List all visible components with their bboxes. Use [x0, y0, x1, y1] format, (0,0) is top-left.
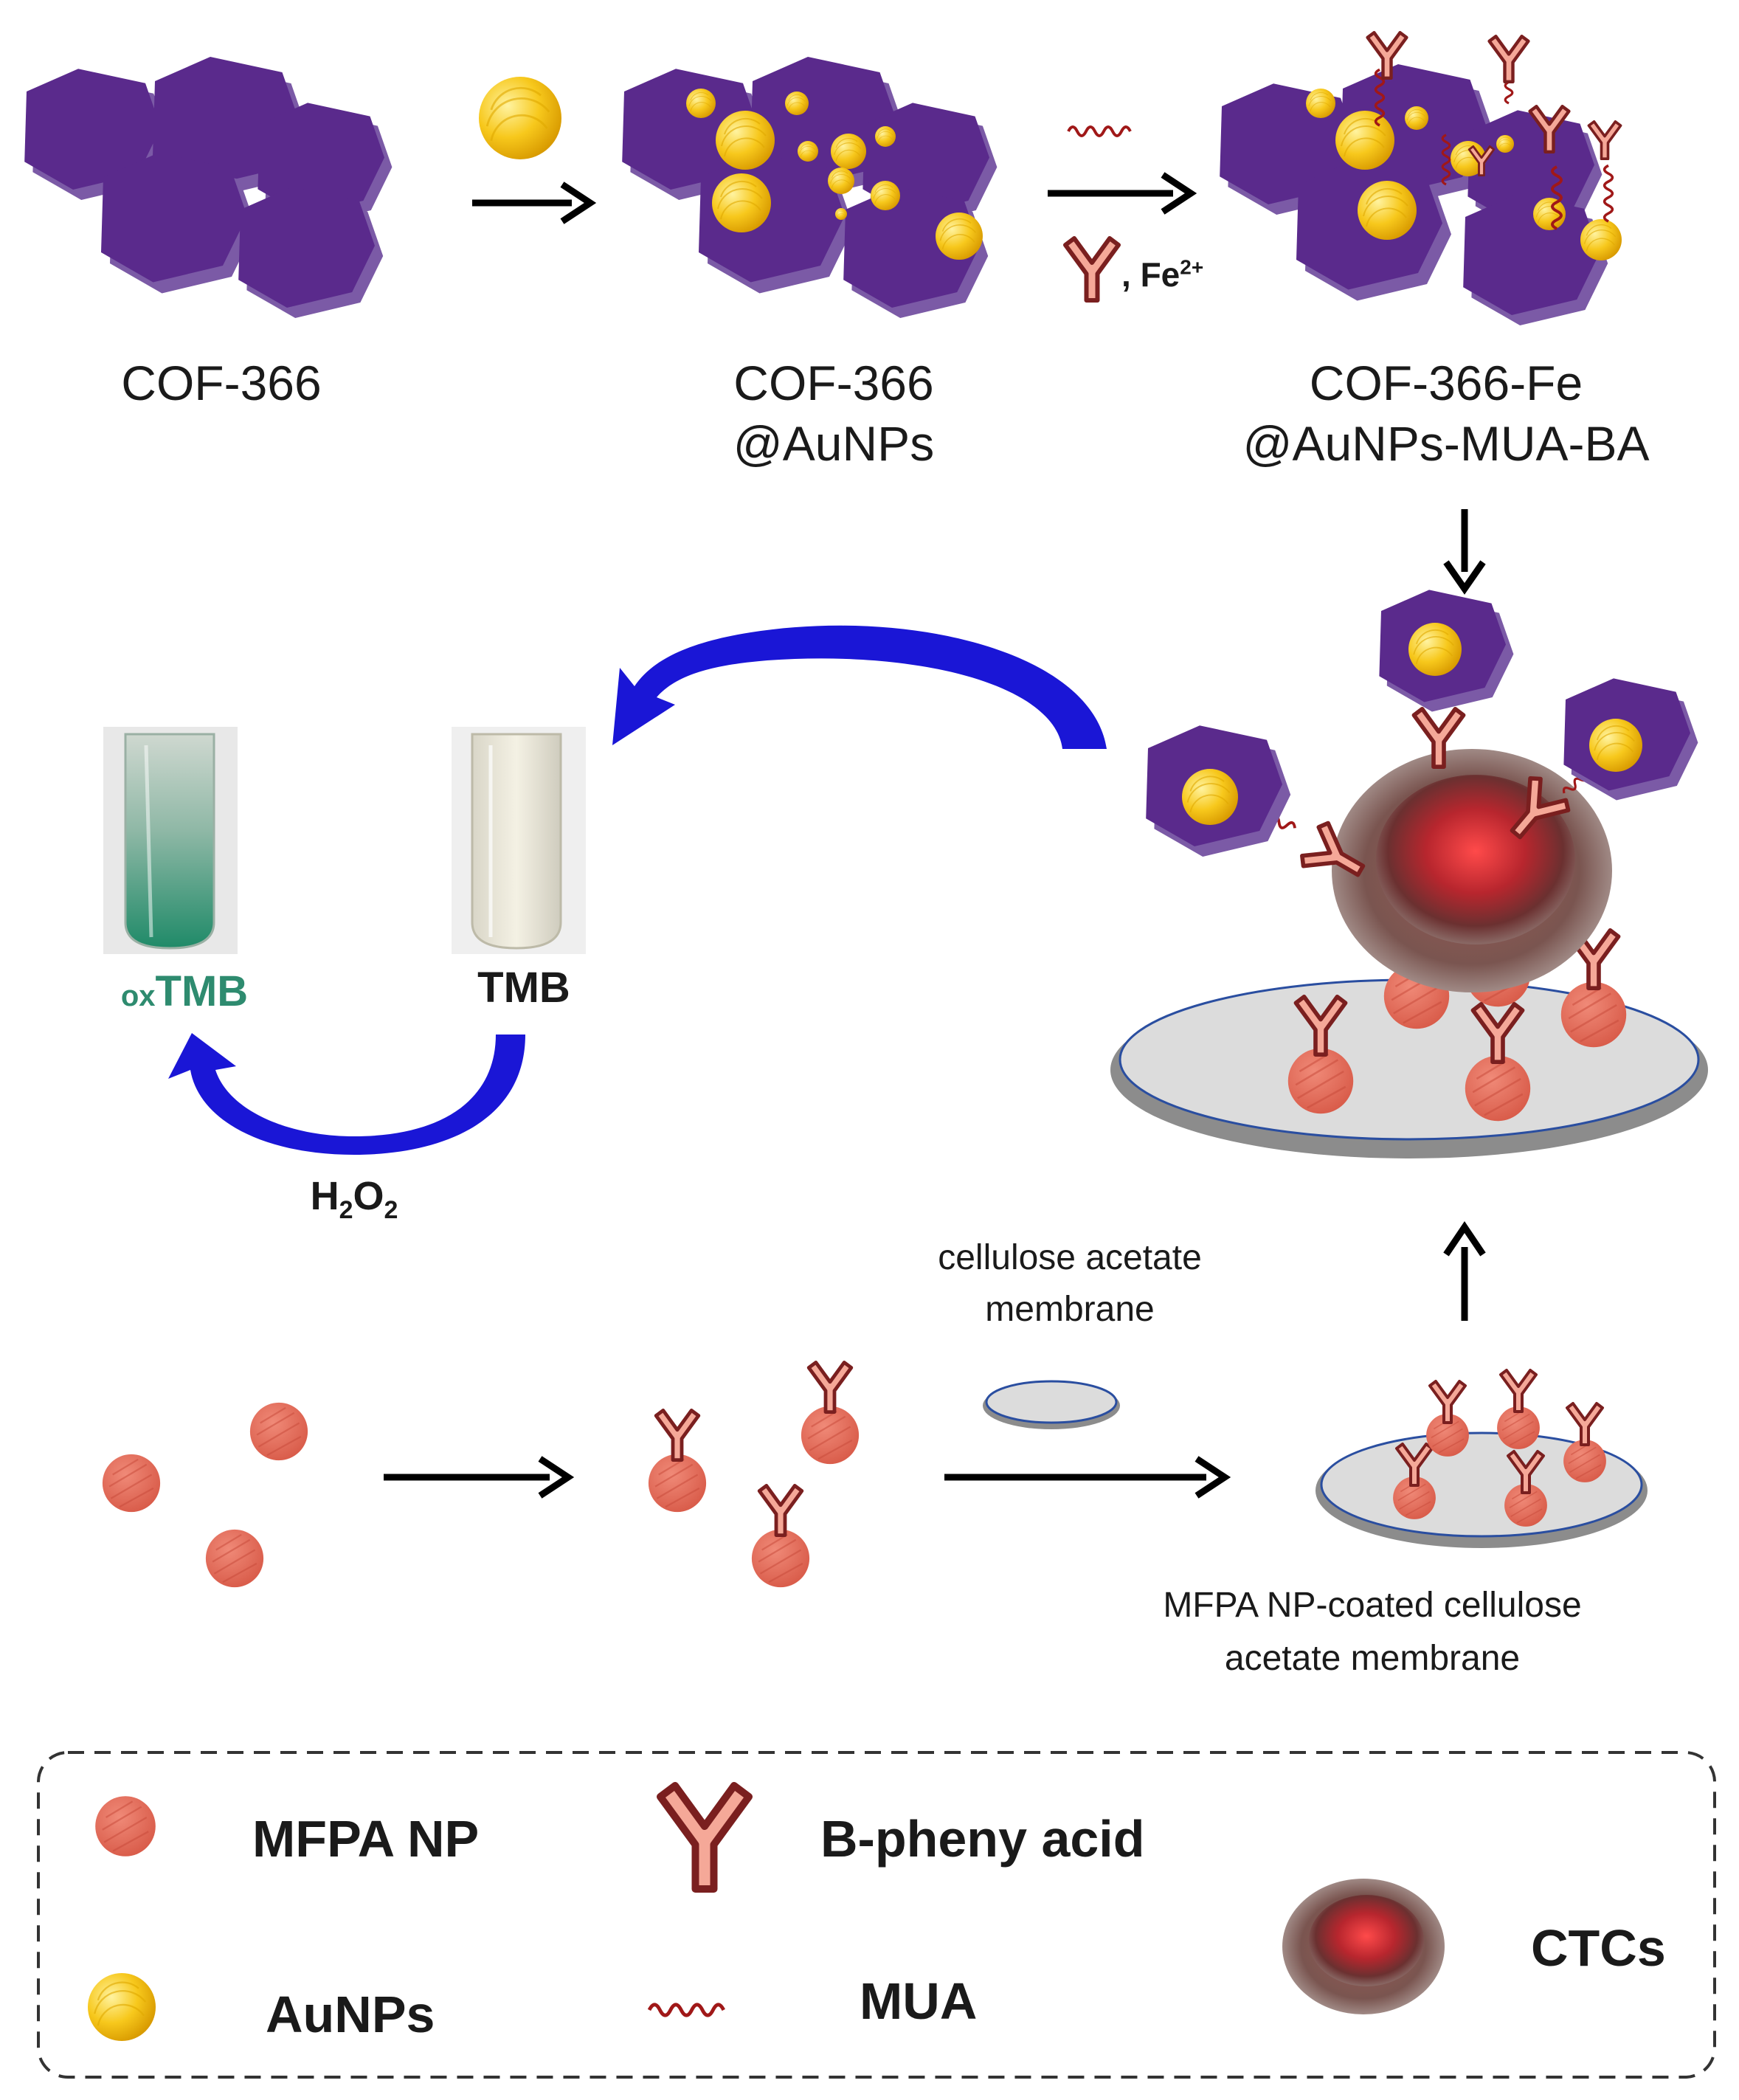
cof-aunps-cluster — [622, 57, 998, 318]
arrow-bottom-2 — [944, 1456, 1231, 1499]
blue-curved-arrow-top — [612, 625, 1107, 749]
legend-b-pheny-acid-icon — [660, 1786, 749, 1889]
legend-mfpa-np-icon — [94, 1795, 157, 1858]
legend-box — [37, 1751, 1716, 2079]
coated-membrane — [1316, 1369, 1648, 1548]
mfpa-ba-nps — [647, 1362, 860, 1589]
cof-fe-aunps-mua-ba-cluster — [1220, 32, 1622, 325]
label-tmb: TMB — [477, 964, 570, 1012]
cof-366-cluster — [24, 57, 393, 318]
label-cof-366: COF-366 — [121, 356, 322, 410]
legend-mua-icon — [649, 2005, 724, 2015]
legend-label-mfpa-np: MFPA NP — [252, 1810, 480, 1868]
label-mfpa-np-coated-membrane: MFPA NP-coated cellulose acetate membran… — [1163, 1586, 1582, 1678]
arrow-up-from-membrane — [1443, 1220, 1486, 1321]
label-fe2plus: , Fe2+ — [1121, 255, 1204, 294]
tmb-tube-photo — [452, 727, 586, 954]
label-cof-366-fe-aunps-mua-ba: COF-366-Fe @AuNPs-MUA-BA — [1242, 356, 1650, 471]
arrow-add-aunps — [472, 75, 597, 224]
free-mfpa-nps — [101, 1401, 309, 1589]
arrow-functionalize — [1048, 125, 1197, 300]
cellulose-acetate-membrane-icon — [983, 1380, 1120, 1429]
oxtmb-tube-photo — [103, 727, 238, 954]
label-ox-tmb: oxTMB — [120, 967, 249, 1015]
blue-curved-arrow-bottom — [168, 1033, 525, 1155]
label-cellulose-acetate-membrane: cellulose acetate membrane — [938, 1238, 1202, 1329]
legend-label-mua: MUA — [860, 1972, 978, 2030]
capture-complex — [1110, 590, 1708, 1158]
legend-label-b-pheny-acid: B-pheny acid — [820, 1810, 1145, 1868]
legend-label-aunps: AuNPs — [266, 1986, 435, 2043]
label-cof-366-aunps: COF-366 @AuNPs — [733, 356, 935, 471]
arrow-bottom-1 — [384, 1456, 575, 1499]
legend-ctcs-icon — [1282, 1879, 1445, 2014]
legend-label-ctcs: CTCs — [1531, 1919, 1666, 1977]
arrow-down-to-capture — [1443, 509, 1486, 595]
label-h2o2: H2O2 — [310, 1174, 398, 1224]
legend-aunps-icon — [86, 1972, 157, 2042]
